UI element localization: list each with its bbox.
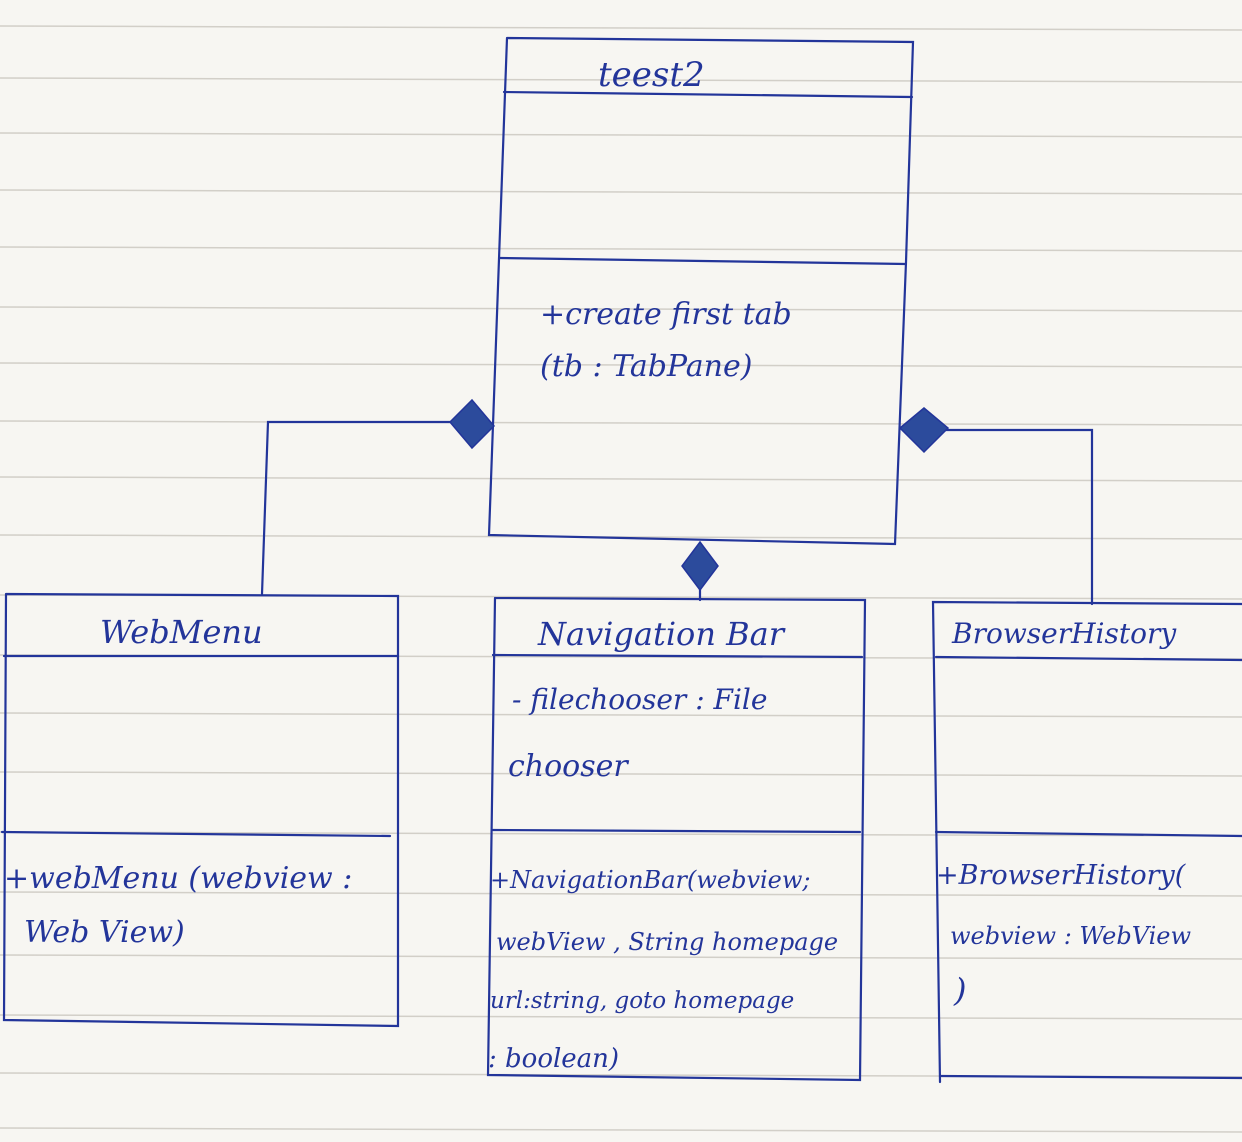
divider-name-history xyxy=(934,655,1242,662)
class-name-webmenu: WebMenu xyxy=(100,613,263,651)
attribute-navbar-1: - filechooser : File xyxy=(512,683,768,716)
ruled-lines xyxy=(0,25,1242,1133)
attribute-navbar-2: chooser xyxy=(508,749,628,784)
operation-main-2: (tb : TabPane) xyxy=(540,349,753,384)
divider-attr-main xyxy=(498,256,908,266)
divider-attr-history xyxy=(934,830,1242,838)
composition-diamond-history xyxy=(898,407,950,454)
class-name-history: BrowserHistory xyxy=(952,617,1177,650)
class-box-webmenu xyxy=(0,592,400,1028)
class-name-main: teest2 xyxy=(598,55,705,95)
operation-history-3: ) xyxy=(954,971,967,1009)
class-box-navbar xyxy=(486,596,867,1082)
divider-attr-navbar xyxy=(491,828,862,834)
operation-history-1: +BrowserHistory( xyxy=(936,860,1186,891)
operation-webmenu-2: Web View) xyxy=(24,915,185,950)
class-name-navbar: Navigation Bar xyxy=(538,615,784,653)
connector-webmenu xyxy=(260,420,454,596)
operation-navbar-2: webView , String homepage xyxy=(496,928,839,956)
divider-name-navbar xyxy=(491,653,864,659)
divider-name-main xyxy=(502,90,914,99)
operation-navbar-3: url:string, goto homepage xyxy=(490,988,795,1014)
operation-navbar-4: : boolean) xyxy=(488,1044,620,1074)
divider-attr-webmenu xyxy=(0,830,392,838)
composition-diamond-webmenu xyxy=(448,398,496,450)
operation-history-2: webview : WebView xyxy=(950,922,1192,950)
class-box-main xyxy=(487,36,915,546)
operation-navbar-1: +NavigationBar(webview; xyxy=(490,866,811,894)
operation-main-1: +create first tab xyxy=(540,297,792,332)
operation-webmenu-1: +webMenu (webview : xyxy=(4,861,353,896)
connector-history xyxy=(941,428,1094,606)
composition-diamond-navbar xyxy=(681,540,719,592)
class-box-history xyxy=(931,600,1242,1084)
